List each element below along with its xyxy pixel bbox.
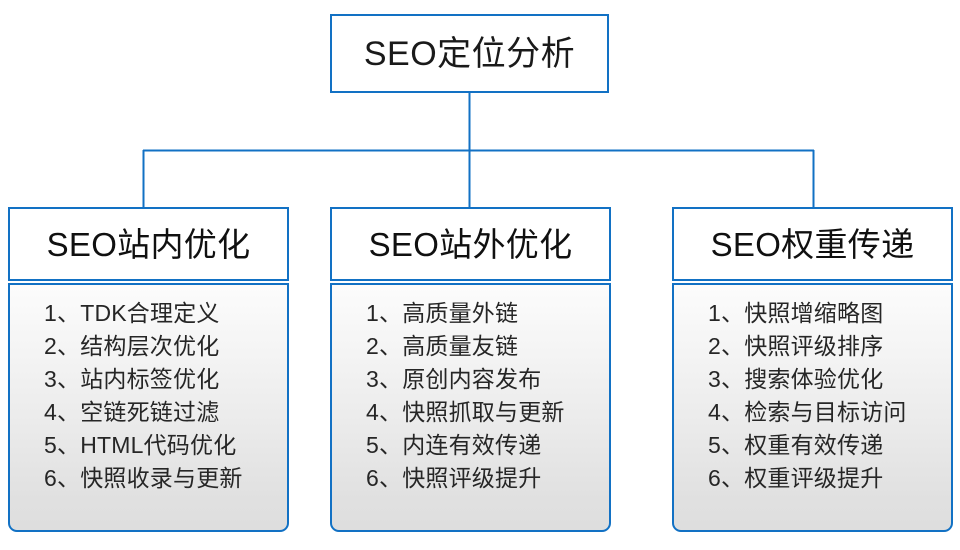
list-item: 2、快照评级排序 [708, 333, 884, 359]
branch-item-list-2: 1、高质量外链 2、高质量友链 3、原创内容发布 4、快照抓取与更新 5、内连有… [332, 297, 565, 495]
branch-title-2: SEO站外优化 [368, 225, 573, 263]
list-item: 5、内连有效传递 [366, 432, 542, 458]
list-item: 6、权重评级提升 [708, 465, 884, 491]
root-node[interactable]: SEO定位分析 [330, 14, 609, 93]
list-item: 4、检索与目标访问 [708, 399, 907, 425]
list-item: 1、TDK合理定义 [44, 300, 220, 326]
list-item: 5、权重有效传递 [708, 432, 884, 458]
list-item: 6、快照评级提升 [366, 465, 542, 491]
branch-item-list-1: 1、TDK合理定义 2、结构层次优化 3、站内标签优化 4、空链死链过滤 5、H… [10, 297, 243, 495]
list-item: 6、快照收录与更新 [44, 465, 243, 491]
branch-body-2: 1、高质量外链 2、高质量友链 3、原创内容发布 4、快照抓取与更新 5、内连有… [330, 283, 611, 532]
root-node-label: SEO定位分析 [363, 34, 576, 73]
list-item: 3、站内标签优化 [44, 366, 220, 392]
list-item: 4、快照抓取与更新 [366, 399, 565, 425]
branch-item-list-3: 1、快照增缩略图 2、快照评级排序 3、搜索体验优化 4、检索与目标访问 5、权… [674, 297, 907, 495]
branch-body-1: 1、TDK合理定义 2、结构层次优化 3、站内标签优化 4、空链死链过滤 5、H… [8, 283, 289, 532]
list-item: 4、空链死链过滤 [44, 399, 220, 425]
branch-column-3: SEO权重传递 1、快照增缩略图 2、快照评级排序 3、搜索体验优化 4、检索与… [672, 207, 953, 532]
list-item: 2、结构层次优化 [44, 333, 220, 359]
list-item: 3、搜索体验优化 [708, 366, 884, 392]
list-item: 5、HTML代码优化 [44, 432, 237, 458]
branch-header-1[interactable]: SEO站内优化 [8, 207, 289, 281]
branch-header-2[interactable]: SEO站外优化 [330, 207, 611, 281]
branch-title-1: SEO站内优化 [46, 225, 251, 263]
branch-column-2: SEO站外优化 1、高质量外链 2、高质量友链 3、原创内容发布 4、快照抓取与… [330, 207, 611, 532]
branch-body-3: 1、快照增缩略图 2、快照评级排序 3、搜索体验优化 4、检索与目标访问 5、权… [672, 283, 953, 532]
list-item: 1、快照增缩略图 [708, 300, 884, 326]
list-item: 3、原创内容发布 [366, 366, 542, 392]
branch-title-3: SEO权重传递 [710, 225, 915, 263]
list-item: 1、高质量外链 [366, 300, 519, 326]
branch-column-1: SEO站内优化 1、TDK合理定义 2、结构层次优化 3、站内标签优化 4、空链… [8, 207, 289, 532]
list-item: 2、高质量友链 [366, 333, 519, 359]
branch-header-3[interactable]: SEO权重传递 [672, 207, 953, 281]
